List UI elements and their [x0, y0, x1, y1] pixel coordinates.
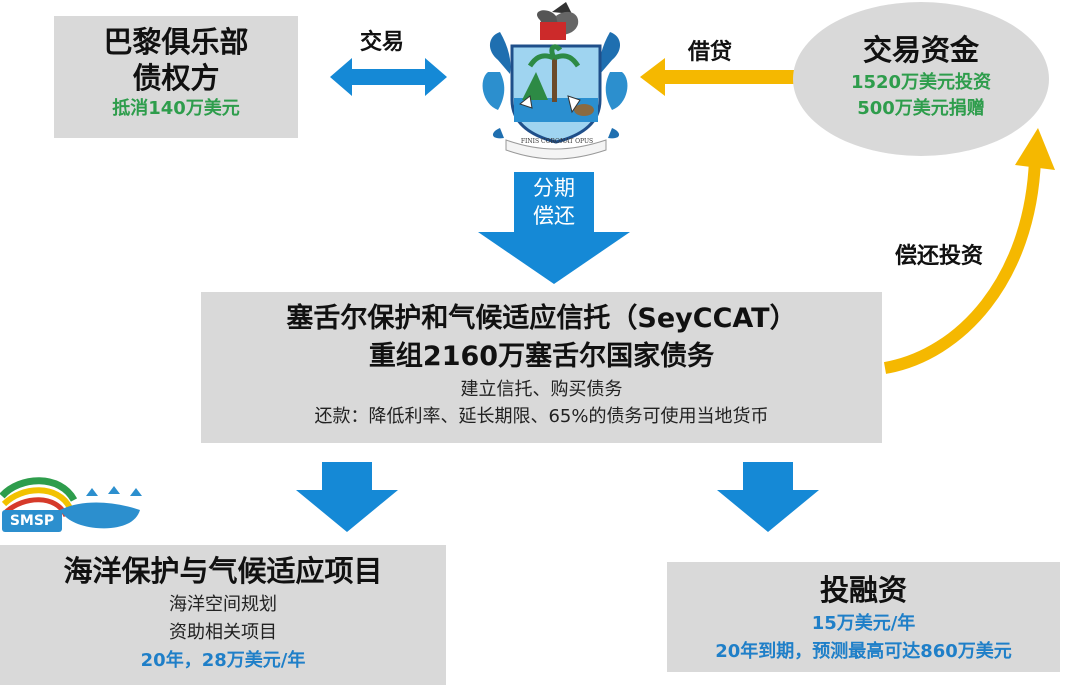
marine-line1: 海洋空间规划	[169, 594, 277, 615]
creditors-title-line1: 巴黎俱乐部	[103, 25, 249, 59]
installment-label: 分期 偿还	[514, 174, 594, 230]
trust-line1: 建立信托、购买债务	[460, 379, 623, 400]
financing-title: 投融资	[819, 573, 907, 607]
financing-amount1: 15万美元/年	[811, 613, 916, 634]
funds-donation: 500万美元捐赠	[857, 98, 985, 119]
marine-box: 海洋保护与气候适应项目 海洋空间规划 资助相关项目 20年，28万美元/年	[0, 545, 446, 685]
trade-double-arrow	[330, 58, 447, 96]
creditors-title-line2: 债权方	[132, 61, 220, 95]
trust-title: 塞舌尔保护和气候适应信托（SeyCCAT）	[286, 303, 797, 334]
smsp-logo	[0, 477, 142, 532]
financing-amount2: 20年到期，预测最高可达860万美元	[715, 641, 1012, 662]
financing-box: 投融资 15万美元/年 20年到期，预测最高可达860万美元	[667, 562, 1060, 672]
marine-title: 海洋保护与气候适应项目	[63, 554, 383, 588]
right-down-arrow	[717, 462, 819, 532]
left-down-arrow	[296, 462, 398, 532]
creditors-box: 巴黎俱乐部 债权方 抵消140万美元	[54, 16, 298, 138]
repay-invest-arrowhead	[1015, 128, 1055, 170]
marine-line2: 资助相关项目	[169, 622, 277, 643]
seychelles-emblem	[482, 2, 628, 160]
installment-label-line2: 偿还	[533, 204, 575, 228]
repay-invest-label: 偿还投资	[895, 244, 984, 269]
repay-invest-curve-arrow	[883, 159, 1041, 374]
loan-label: 借贷	[688, 40, 733, 65]
installment-label-line1: 分期	[533, 176, 575, 200]
funds-investment: 1520万美元投资	[850, 72, 992, 93]
marine-amount: 20年，28万美元/年	[140, 650, 306, 671]
trust-line2: 还款：降低利率、延长期限、65%的债务可使用当地货币	[314, 406, 769, 427]
trust-subtitle: 重组2160万塞舌尔国家债务	[368, 341, 715, 372]
smsp-logo-text: SMSP	[9, 513, 55, 529]
trade-label: 交易	[360, 30, 405, 55]
funds-ellipse: 交易资金 1520万美元投资 500万美元捐赠	[793, 2, 1049, 156]
trust-box: 塞舌尔保护和气候适应信托（SeyCCAT） 重组2160万塞舌尔国家债务 建立信…	[201, 292, 882, 443]
creditors-note: 抵消140万美元	[112, 98, 240, 119]
installment-down-arrow	[478, 172, 630, 284]
emblem-motto: FINIS CORONAT OPUS	[520, 138, 594, 145]
funds-title: 交易资金	[862, 33, 979, 67]
loan-arrow	[640, 58, 800, 96]
